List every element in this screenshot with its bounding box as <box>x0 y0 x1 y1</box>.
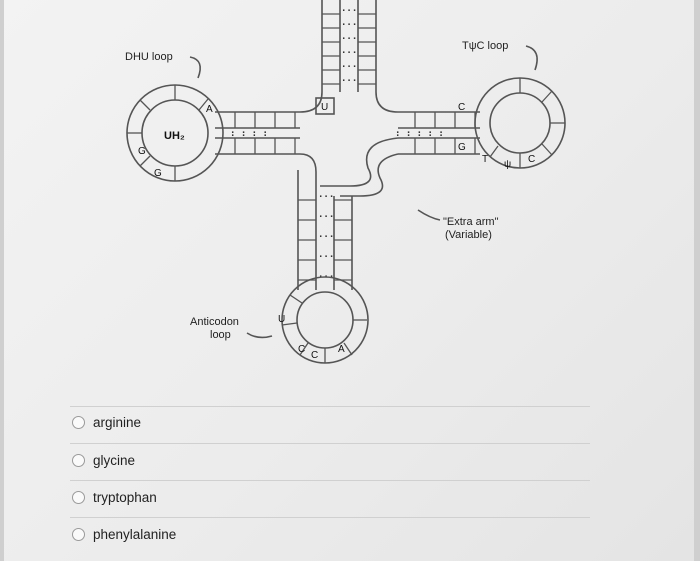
nucleotide-g: G <box>138 146 146 157</box>
answer-option-arginine[interactable]: arginine <box>72 411 141 433</box>
nucleotide-a: A <box>338 344 345 355</box>
divider <box>70 443 590 444</box>
answer-option-phenylalanine[interactable]: phenylalanine <box>72 523 176 545</box>
svg-text:: : : :: : : : : <box>230 129 268 139</box>
option-label: arginine <box>93 414 142 430</box>
svg-text:...: ... <box>341 46 357 56</box>
nucleotide-c: C <box>298 344 305 355</box>
option-label: glycine <box>93 452 136 468</box>
svg-text:...: ... <box>318 190 334 200</box>
answer-option-glycine[interactable]: glycine <box>72 449 135 471</box>
svg-text:...: ... <box>341 4 357 14</box>
svg-text:...: ... <box>318 210 334 220</box>
svg-text:...: ... <box>318 270 334 280</box>
arrow-icon <box>189 56 201 79</box>
nucleotide-psi: ψ <box>504 159 511 170</box>
radio-button[interactable] <box>72 527 85 541</box>
svg-text:...: ... <box>318 230 334 240</box>
svg-text:...: ... <box>341 32 357 42</box>
acceptor-stem: ...... ...... ...... <box>321 0 377 92</box>
dhu-arm: : : : : A G G UH₂ <box>126 84 300 182</box>
extra-arm-label: "Extra arm" <box>443 216 499 228</box>
nucleotide-u: U <box>321 102 328 113</box>
tpsic-loop-label: TψC loop <box>462 40 508 52</box>
divider <box>70 406 590 407</box>
anticodon-arm: ...... ...... ... U C C A <box>278 153 369 364</box>
radio-button[interactable] <box>72 490 85 504</box>
radio-button[interactable] <box>72 453 85 467</box>
svg-text:...: ... <box>341 18 357 28</box>
divider <box>70 517 590 518</box>
arrow-icon <box>417 209 441 221</box>
divider <box>70 480 590 481</box>
anticodon-loop-label-sub: loop <box>210 329 231 341</box>
extra-arm-label-sub: (Variable) <box>445 229 492 241</box>
nucleotide-a: A <box>206 104 213 115</box>
nucleotide-c: C <box>311 350 318 361</box>
tpsic-arm: : : : : : C G T ψ C <box>395 77 566 170</box>
nucleotide-g: G <box>154 168 162 179</box>
nucleotide-t: T <box>482 154 488 165</box>
anticodon-loop-label: Anticodon <box>190 316 239 328</box>
svg-text:...: ... <box>341 74 357 84</box>
nucleotide-u: U <box>278 314 285 325</box>
answer-option-tryptophan[interactable]: tryptophan <box>72 486 157 508</box>
nucleotide-c: C <box>458 102 465 113</box>
svg-text:...: ... <box>318 250 334 260</box>
option-label: tryptophan <box>93 489 157 505</box>
trna-diagram: ...... ...... ...... : : : : A G G UH₂ U… <box>125 0 566 364</box>
svg-text:: : : : :: : : : : : <box>395 129 444 139</box>
nucleotide-c: C <box>528 154 535 165</box>
radio-button[interactable] <box>72 415 85 429</box>
uh2-label: UH₂ <box>164 130 185 142</box>
nucleotide-g: G <box>458 142 466 153</box>
arrow-icon <box>525 45 538 71</box>
extra-arm <box>320 137 399 197</box>
svg-text:...: ... <box>341 60 357 70</box>
option-label: phenylalanine <box>93 526 177 542</box>
arrow-icon <box>246 332 273 339</box>
dhu-loop-label: DHU loop <box>125 51 173 63</box>
